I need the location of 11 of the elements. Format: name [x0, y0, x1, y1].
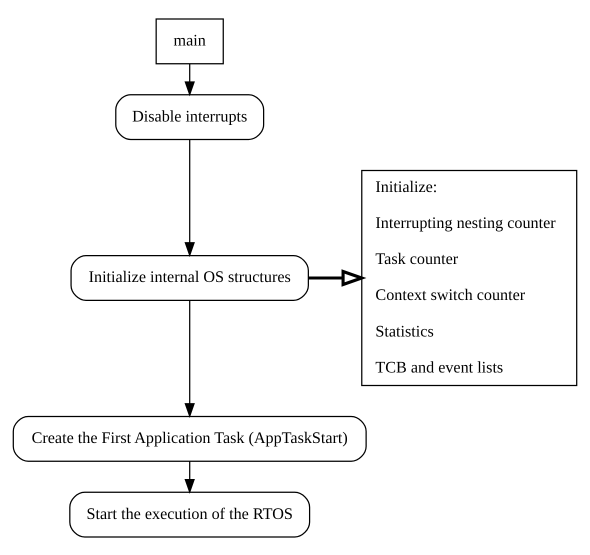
arrow	[184, 300, 195, 418]
arrow	[184, 63, 195, 96]
node-box: Create the First Application Task (AppTaskStart)	[12, 415, 367, 462]
arrow	[308, 268, 366, 286]
node-box: Start the execution of the RTOS	[69, 491, 310, 538]
arrow	[184, 139, 195, 257]
node-box: Disable interrupts	[115, 94, 264, 140]
node-box: main	[156, 18, 224, 64]
node-box: Initialize internal OS structures	[70, 254, 309, 300]
node-box: Initialize: Interrupting nesting counter Task counter Context switch counter Statistics TCB and event lists	[361, 169, 578, 386]
arrow	[184, 460, 195, 494]
